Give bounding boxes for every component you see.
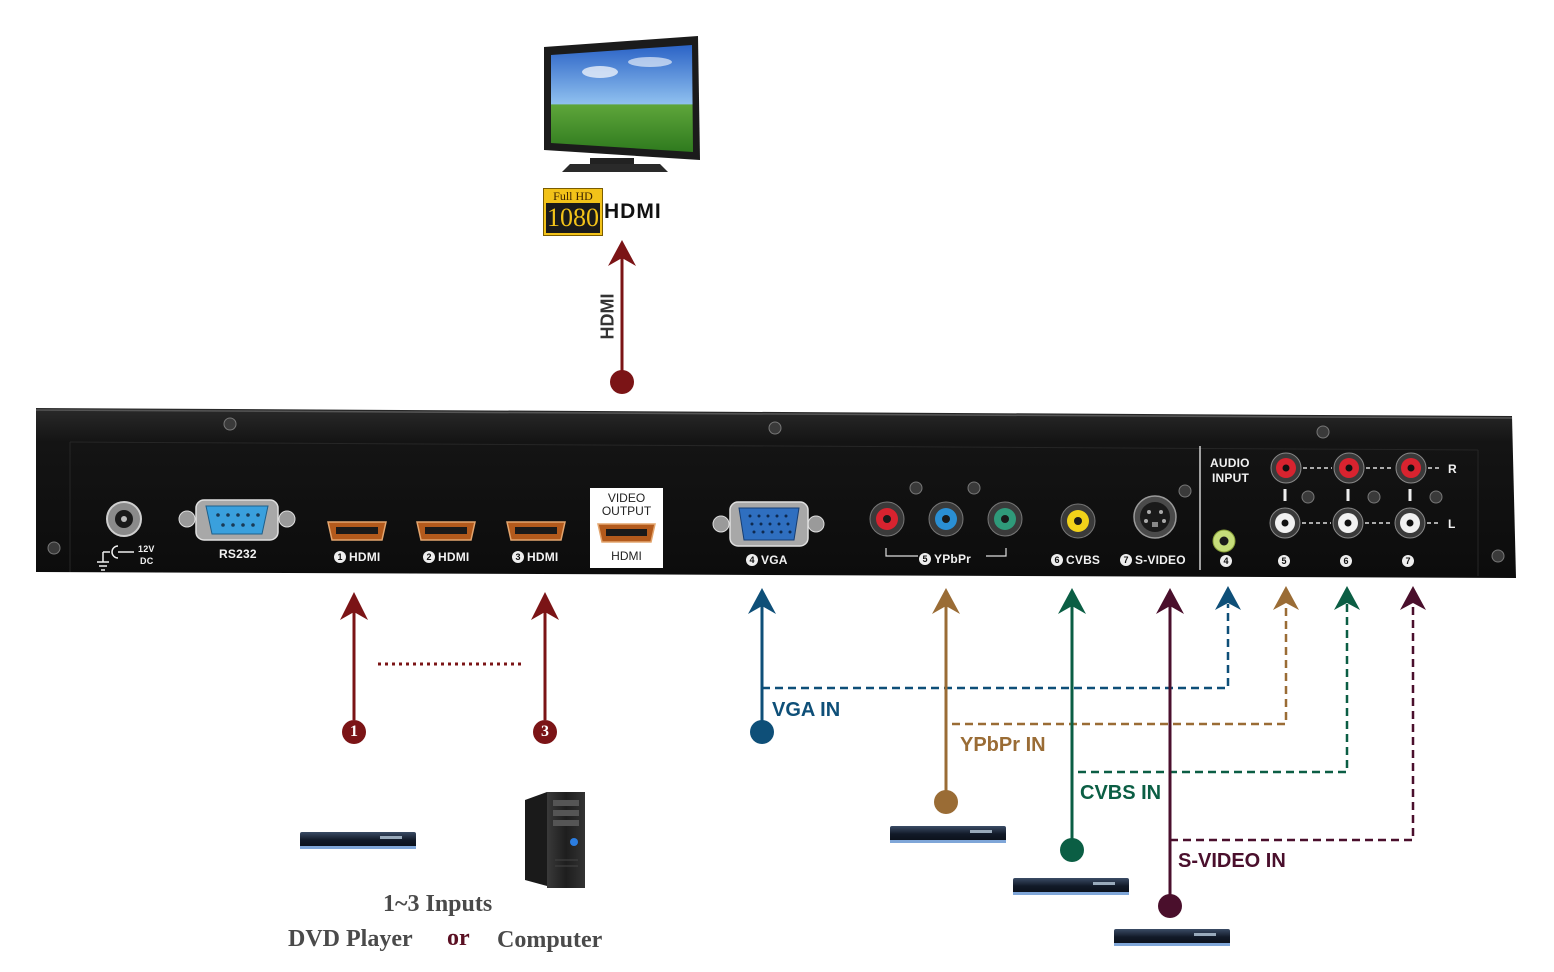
hdmi1-label: HDMI (349, 550, 381, 564)
power-jack-icon (97, 501, 142, 571)
hdmi2-label: HDMI (438, 550, 470, 564)
video-output-hdmi-port-icon (597, 523, 656, 543)
audio-rca-ports-icon (1269, 452, 1440, 539)
computer-caption: Computer (497, 927, 603, 953)
audio-left-channel-label: L (1448, 517, 1456, 531)
cvbs-in-label: CVBS IN (1080, 782, 1162, 804)
video-output-line1: VIDEO (607, 491, 646, 505)
port-number-1: 1 (337, 552, 342, 562)
dvd-player-cvbs-icon (1013, 878, 1129, 895)
port-number-2: 2 (426, 552, 431, 562)
hdmi-port-3-icon (506, 521, 566, 541)
tv-icon (544, 36, 700, 172)
audio-number-5: 5 (1281, 556, 1286, 566)
hdmi-input-badge-1: 1 (342, 720, 366, 744)
1080-text: 1080 (546, 203, 600, 233)
svideo-label: S-VIDEO (1135, 553, 1186, 567)
power-12v-label: 12V (138, 544, 155, 554)
audio-input-label-line1: AUDIO (1210, 456, 1250, 470)
hdmi-output-label: HDMI (597, 293, 618, 340)
svideo-in-label: S-VIDEO IN (1178, 850, 1286, 872)
cvbs-connection (1058, 586, 1360, 862)
vga-label: VGA (761, 553, 788, 567)
hdmi3-label: HDMI (527, 550, 559, 564)
or-caption: or (447, 925, 470, 951)
hdmi-port-2-icon (416, 521, 476, 541)
inputs-caption: 1~3 Inputs (383, 891, 493, 917)
vga-in-label: VGA IN (772, 699, 841, 721)
computer-tower-icon (525, 792, 585, 888)
hdmi-input-badge-3: 3 (533, 720, 557, 744)
ypbpr-in-label: YPbPr IN (960, 734, 1046, 756)
port-number-6: 6 (1054, 555, 1059, 565)
power-dc-label: DC (140, 556, 154, 566)
audio-input-label-line2: INPUT (1212, 471, 1249, 485)
full-hd-text: Full HD (553, 189, 593, 203)
cvbs-label: CVBS (1066, 553, 1101, 567)
screw-icons (47, 417, 1505, 563)
port-number-7: 7 (1123, 555, 1128, 565)
audio-input-jack-icon (1212, 529, 1236, 553)
rs232-port-icon (178, 499, 296, 541)
hdmi-logo: HDMI (604, 200, 662, 223)
dvd-player-caption: DVD Player (288, 926, 413, 952)
svideo-port-icon (1133, 495, 1177, 539)
ypbpr-ports-icon (869, 501, 1023, 557)
port-number-markers (334, 551, 1414, 567)
audio-right-channel-label: R (1448, 462, 1457, 476)
audio-number-4: 4 (1223, 556, 1228, 566)
video-output-line2: OUTPUT (601, 504, 652, 518)
vga-port-icon (712, 501, 825, 547)
port-number-4: 4 (749, 555, 754, 565)
dvd-player-icon (300, 832, 416, 849)
video-output-line3: HDMI (611, 549, 642, 563)
video-output-panel: VIDEO OUTPUT HDMI (590, 488, 663, 568)
hdmi-input-arrows (340, 592, 559, 720)
hdmi-output-arrow (608, 240, 636, 394)
full-hd-1080-logo: Full HD 1080 (543, 188, 603, 236)
port-number-5: 5 (922, 554, 927, 564)
svideo-connection (1156, 586, 1426, 918)
rs232-label: RS232 (219, 547, 257, 561)
ypbpr-connection (932, 586, 1299, 814)
audio-number-6: 6 (1343, 556, 1348, 566)
ypbpr-label: YPbPr (934, 552, 972, 566)
cvbs-port-icon (1060, 503, 1096, 539)
audio-number-7: 7 (1405, 556, 1410, 566)
vga-connection (748, 586, 1241, 744)
port-number-3: 3 (515, 552, 520, 562)
dvd-player-ypbpr-icon (890, 826, 1006, 843)
hdmi-port-1-icon (327, 521, 387, 541)
dvd-player-svideo-icon (1114, 929, 1230, 946)
